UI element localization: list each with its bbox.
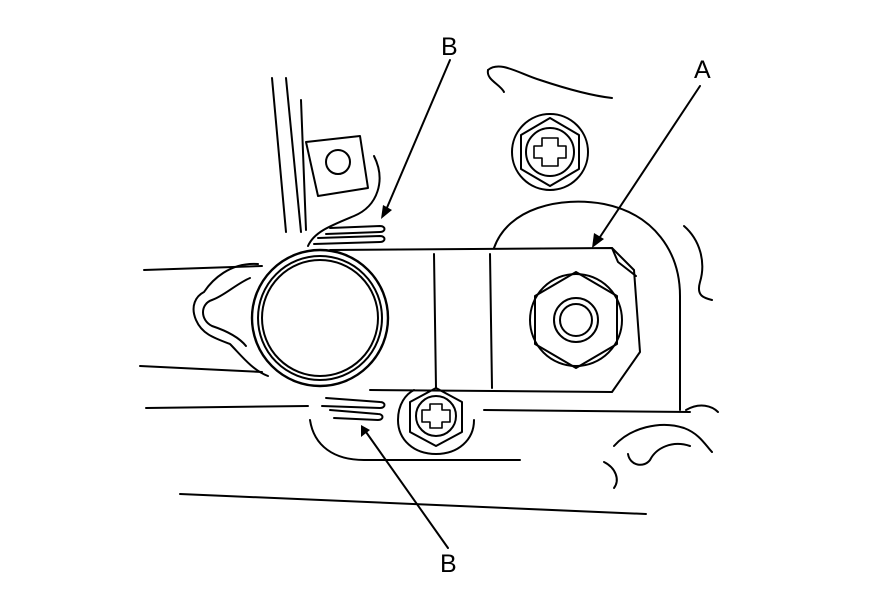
frame-rails	[271, 77, 307, 233]
pin-collar	[250, 248, 390, 388]
leader-b-top	[385, 59, 451, 211]
arrowhead-a	[592, 233, 604, 248]
upper-phillips-bolt	[511, 113, 589, 191]
leader-a	[597, 85, 701, 241]
callout-label-b-top: B	[441, 33, 458, 61]
spring-clip-upper	[313, 225, 386, 245]
clevis-end	[192, 262, 269, 377]
bracket-a	[329, 247, 641, 393]
arrowhead-b-top	[381, 205, 392, 219]
lower-phillips-bolt	[397, 387, 475, 455]
arrowhead-b-bottom	[361, 425, 370, 437]
arrowheads	[361, 205, 604, 437]
leader-lines	[365, 59, 701, 549]
rear-plate	[309, 200, 691, 461]
casting-contours	[486, 65, 719, 489]
callout-label-a: A	[694, 56, 711, 84]
upper-bracket	[305, 135, 381, 247]
callout-label-b-bottom: B	[440, 550, 457, 578]
arm-shaft	[139, 265, 647, 515]
leader-b-bottom	[365, 431, 449, 549]
spring-clip-lower	[321, 397, 386, 421]
hex-nut	[529, 271, 623, 369]
